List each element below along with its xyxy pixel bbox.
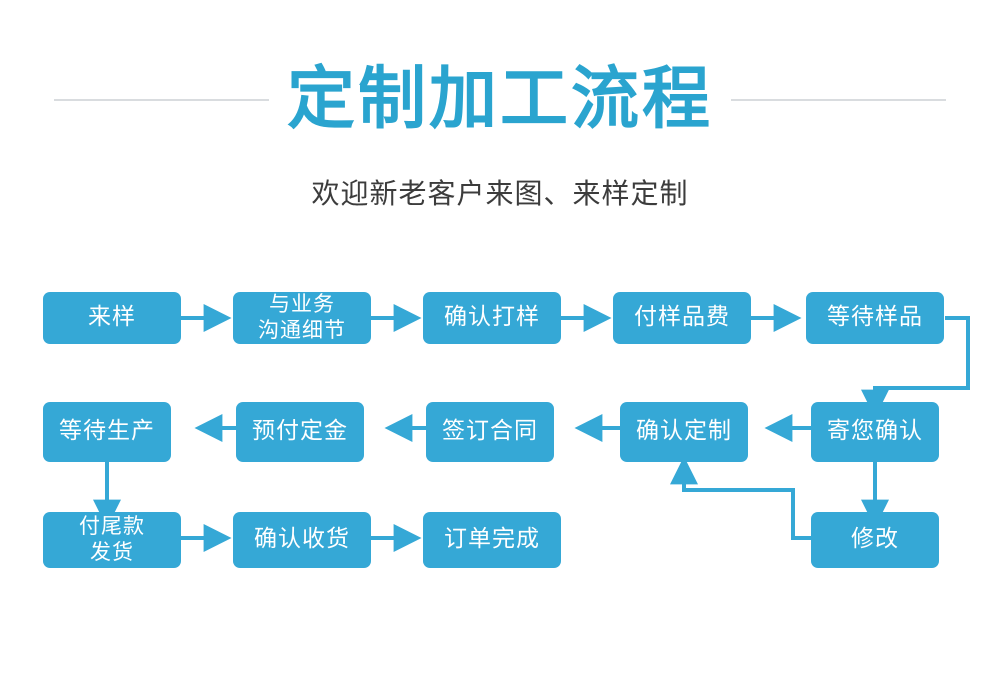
node-label-line1: 付尾款 bbox=[79, 514, 145, 539]
flow-node-queren-dayang[interactable]: 确认打样 bbox=[423, 292, 561, 344]
flowchart: 来样 与业务 沟通细节 确认打样 付样品费 等待样品 等待生产 预付定金 签订合… bbox=[0, 240, 1000, 679]
node-label: 寄您确认 bbox=[827, 418, 923, 445]
node-label-line2: 沟通细节 bbox=[258, 318, 346, 342]
flow-node-qianding-hetong[interactable]: 签订合同 bbox=[426, 402, 554, 462]
node-label-line2: 发货 bbox=[90, 540, 134, 564]
flow-node-dengdai-yangpin[interactable]: 等待样品 bbox=[806, 292, 944, 344]
page-title: 定制加工流程 bbox=[286, 60, 713, 139]
node-label: 确认打样 bbox=[444, 304, 540, 331]
node-label: 签订合同 bbox=[442, 418, 538, 445]
flow-node-yufu-dingjin[interactable]: 预付定金 bbox=[236, 402, 364, 462]
title-rule-left bbox=[53, 99, 269, 101]
page-header: 定制加工流程 欢迎新老客户来图、来样定制 bbox=[0, 0, 1000, 240]
page-subtitle: 欢迎新老客户来图、来样定制 bbox=[311, 177, 689, 210]
node-label: 确认收货 bbox=[254, 526, 350, 553]
node-label-line1: 与业务 bbox=[269, 292, 335, 317]
title-rule-right bbox=[731, 99, 946, 101]
node-label: 预付定金 bbox=[252, 418, 348, 445]
node-label: 订单完成 bbox=[444, 526, 540, 553]
flow-node-dingdan-wancheng[interactable]: 订单完成 bbox=[423, 512, 561, 568]
node-label: 等待样品 bbox=[827, 304, 923, 331]
flow-node-yu-yewu-goutong-xijie[interactable]: 与业务 沟通细节 bbox=[233, 292, 371, 344]
node-label: 确认定制 bbox=[636, 418, 732, 445]
node-label: 来样 bbox=[88, 304, 136, 331]
flow-node-lai-yang[interactable]: 来样 bbox=[43, 292, 181, 344]
flow-node-queren-dingzhi[interactable]: 确认定制 bbox=[620, 402, 748, 462]
flow-node-dengdai-shengchan[interactable]: 等待生产 bbox=[43, 402, 171, 462]
flow-node-ji-nin-queren[interactable]: 寄您确认 bbox=[811, 402, 939, 462]
node-label: 等待生产 bbox=[59, 418, 155, 445]
title-row: 定制加工流程 bbox=[0, 60, 1000, 140]
flow-node-queren-shouhuo[interactable]: 确认收货 bbox=[233, 512, 371, 568]
node-label: 付样品费 bbox=[634, 304, 730, 331]
flow-node-xiugai[interactable]: 修改 bbox=[811, 512, 939, 568]
node-label: 修改 bbox=[851, 526, 899, 553]
flow-node-fu-weikuan-fahuo[interactable]: 付尾款 发货 bbox=[43, 512, 181, 568]
flow-node-fu-yangpin-fei[interactable]: 付样品费 bbox=[613, 292, 751, 344]
